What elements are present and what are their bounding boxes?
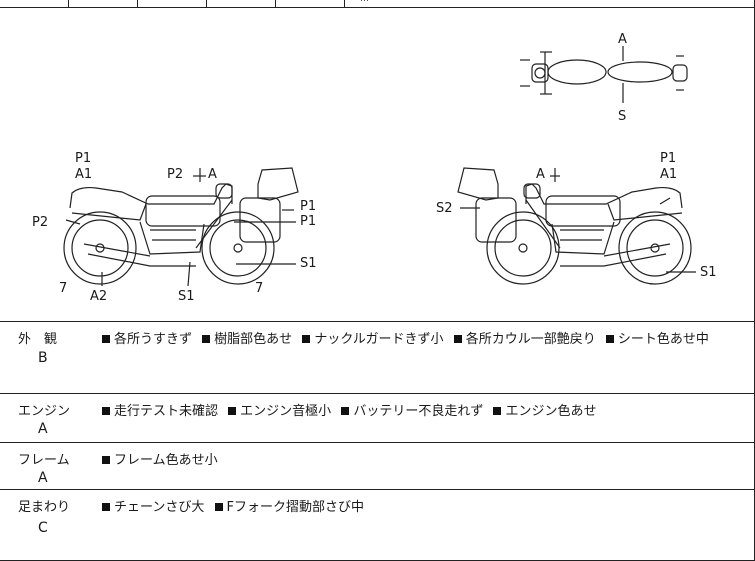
bullet-square-icon: [493, 407, 502, 415]
left-label: A2: [90, 289, 107, 304]
damage-diagram: A S P1 A1 P2 A P2 P1 P1 7 A2 S1 7 S1 A S…: [0, 8, 754, 322]
section-label: 外 観: [18, 332, 58, 347]
top-table-strip: [0, 0, 754, 8]
section-engine: エンジン A 走行テスト未確認 エンジン音極小 バッテリー不良走れず エンジン色…: [0, 394, 754, 443]
section-items: チェーンさび大 Fフォーク摺動部さび中: [102, 496, 370, 515]
top-view-rear-label: S: [618, 109, 626, 124]
motorcycle-diagram: A S P1 A1 P2 A P2 P1 P1 7 A2 S1 7 S1 A S…: [32, 32, 717, 304]
section-grade: A: [38, 470, 48, 486]
bullet-square-icon: [228, 407, 237, 415]
left-label: P1: [300, 214, 316, 229]
section-grade: A: [38, 421, 48, 437]
right-label: P1: [660, 151, 676, 166]
section-frame: フレーム A フレーム色あせ小: [0, 443, 754, 490]
section-suspension: 足まわり C チェーンさび大 Fフォーク摺動部さび中: [0, 490, 754, 560]
left-label: A1: [75, 167, 92, 182]
section-items: フレーム色あせ小: [102, 449, 224, 468]
right-label: S2: [436, 201, 453, 216]
left-label: 7: [255, 281, 263, 296]
left-side-motorcycle: [63, 167, 299, 287]
condition-item: 各所カウル一部艶戻り: [465, 332, 596, 347]
section-grade: C: [38, 520, 48, 536]
left-label: S1: [178, 289, 195, 304]
left-label: P1: [300, 199, 316, 214]
condition-item: 樹脂部色あせ: [214, 332, 293, 347]
top-cell: [206, 0, 275, 7]
left-label: P2: [32, 215, 48, 230]
top-view-motorcycle: [520, 46, 688, 103]
left-label: P2: [167, 167, 183, 182]
bullet-square-icon: [341, 407, 350, 415]
section-items: 各所うすきず 樹脂部色あせ ナックルガードきず小 各所カウル一部艶戻り シート色…: [102, 328, 715, 347]
bullet-square-icon: [102, 407, 110, 415]
section-label: フレーム: [18, 453, 70, 468]
section-label: エンジン: [18, 404, 71, 419]
top-cell: [137, 0, 206, 7]
left-label: P1: [75, 151, 91, 166]
condition-item: エンジン色あせ: [505, 404, 597, 419]
bullet-square-icon: [102, 335, 110, 343]
section-grade: B: [38, 350, 48, 366]
right-label: A1: [660, 167, 677, 182]
bullet-square-icon: [102, 456, 110, 464]
condition-item: ナックルガードきず小: [314, 332, 444, 347]
left-label: A: [208, 167, 217, 182]
condition-item: Fフォーク摺動部さび中: [226, 500, 364, 515]
condition-item: チェーンさび大: [114, 500, 205, 515]
condition-item: フレーム色あせ小: [114, 453, 218, 468]
bullet-square-icon: [605, 335, 614, 343]
bullet-square-icon: [302, 335, 311, 343]
bullet-square-icon: [214, 503, 223, 511]
condition-item: シート色あせ中: [617, 332, 709, 347]
top-cell: [344, 0, 755, 7]
section-exterior: 外 観 B 各所うすきず 樹脂部色あせ ナックルガードきず小 各所カウル一部艶戻…: [0, 322, 754, 394]
condition-item: 走行テスト未確認: [114, 404, 219, 419]
right-side-motorcycle: [457, 167, 696, 285]
bullet-square-icon: [202, 335, 211, 343]
right-label: A: [536, 167, 545, 182]
bullet-square-icon: [102, 503, 110, 511]
top-cell: [275, 0, 344, 7]
condition-item: バッテリー不良走れず: [353, 404, 484, 419]
condition-item: エンジン音極小: [240, 404, 332, 419]
left-label: 7: [59, 281, 67, 296]
section-label: 足まわり: [18, 500, 71, 515]
top-view-front-label: A: [618, 32, 627, 47]
top-strip-text: …: [360, 0, 369, 4]
right-label: S1: [700, 265, 717, 280]
condition-item: 各所うすきず: [114, 332, 193, 347]
bullet-square-icon: [453, 335, 462, 343]
top-cell: [68, 0, 137, 7]
section-items: 走行テスト未確認 エンジン音極小 バッテリー不良走れず エンジン色あせ: [102, 400, 602, 419]
left-label: S1: [300, 256, 317, 271]
